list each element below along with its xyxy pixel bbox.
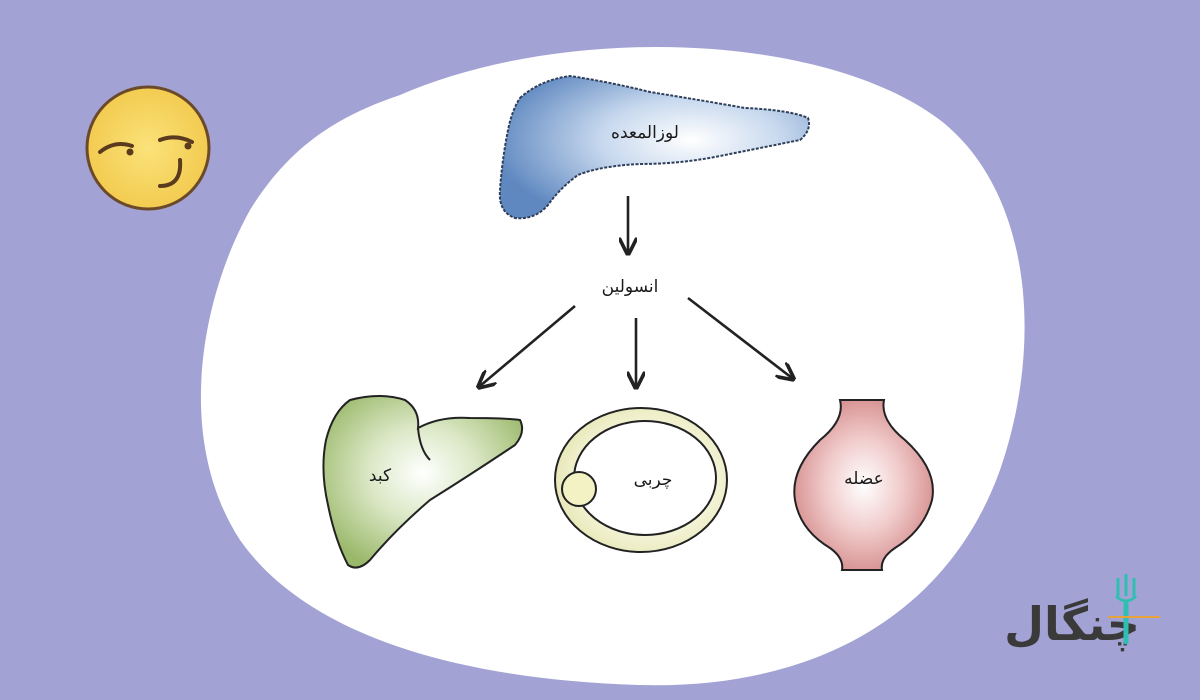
pancreas-shape	[498, 74, 810, 220]
muscle-label: عضله	[844, 469, 884, 489]
fork-icon	[1108, 574, 1160, 645]
muscle-shape	[793, 399, 934, 571]
liver-node: کبد	[322, 395, 524, 569]
pancreas-node: لوزالمعده	[498, 74, 810, 220]
muscle-node: عضله	[793, 399, 934, 571]
liver-shape	[322, 395, 524, 569]
liver-label: کبد	[369, 466, 392, 486]
fat-label: چربی	[634, 470, 673, 490]
fat-node: چربی	[554, 407, 728, 553]
smirk-emoji-icon	[85, 85, 211, 211]
logo-text: چنگال	[1004, 597, 1140, 652]
chengal-logo: چنگال	[1004, 574, 1160, 652]
pancreas-label: لوزالمعده	[611, 123, 679, 143]
fat-nucleus	[561, 471, 597, 507]
insulin-label: انسولین	[602, 277, 659, 297]
arrow-insulin-liver	[480, 305, 576, 386]
arrow-insulin-muscle	[687, 296, 792, 378]
